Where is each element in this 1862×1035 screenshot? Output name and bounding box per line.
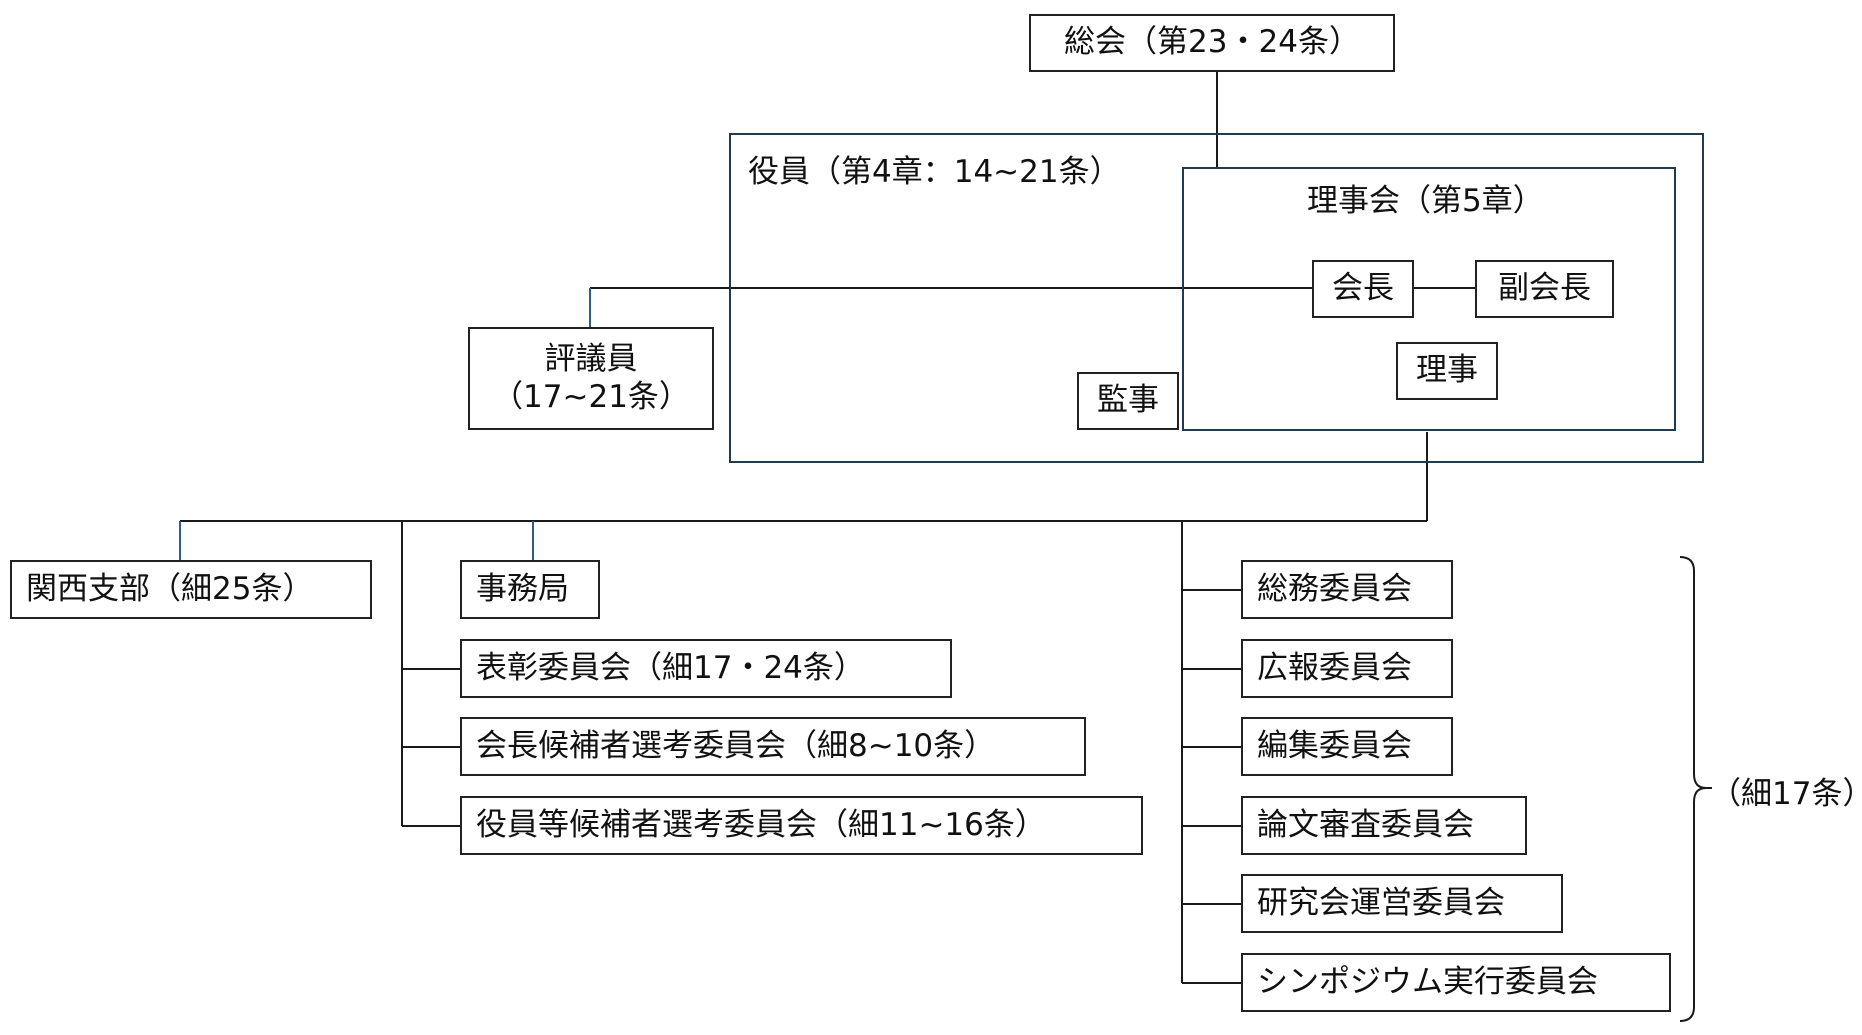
general-meeting-box: 総会（第23・24条） xyxy=(1029,14,1395,72)
board-frame xyxy=(1182,167,1676,431)
board-label: 理事会（第5章） xyxy=(1307,183,1544,219)
councilors-articles: （17~21条） xyxy=(492,378,690,415)
right-committee-general-affairs: 総務委員会 xyxy=(1241,560,1453,619)
left-committee-officer-selection: 役員等候補者選考委員会（細11~16条） xyxy=(460,796,1143,855)
officers-label: 役員（第4章：14~21条） xyxy=(748,154,1121,190)
secretariat-box: 事務局 xyxy=(460,560,600,619)
left-committee-awards: 表彰委員会（細17・24条） xyxy=(460,639,952,698)
auditor-box: 監事 xyxy=(1077,372,1179,430)
kansai-branch-box: 関西支部（細25条） xyxy=(10,560,372,619)
councilors-box: 評議員 （17~21条） xyxy=(468,327,714,430)
right-committee-editorial: 編集委員会 xyxy=(1241,717,1453,776)
directors-box: 理事 xyxy=(1396,342,1498,400)
right-committee-public-relations: 広報委員会 xyxy=(1241,639,1453,698)
councilors-title: 評議員 xyxy=(544,341,638,378)
president-box: 会長 xyxy=(1312,260,1414,318)
right-committees-note: （細17条） xyxy=(1710,776,1862,812)
right-committee-paper-review: 論文審査委員会 xyxy=(1241,796,1527,855)
right-committee-symposium: シンポジウム実行委員会 xyxy=(1241,953,1671,1012)
left-committee-president-selection: 会長候補者選考委員会（細8~10条） xyxy=(460,717,1086,776)
officers-frame xyxy=(729,133,1704,463)
right-committee-workshop: 研究会運営委員会 xyxy=(1241,874,1563,933)
vice-president-box: 副会長 xyxy=(1475,260,1614,318)
